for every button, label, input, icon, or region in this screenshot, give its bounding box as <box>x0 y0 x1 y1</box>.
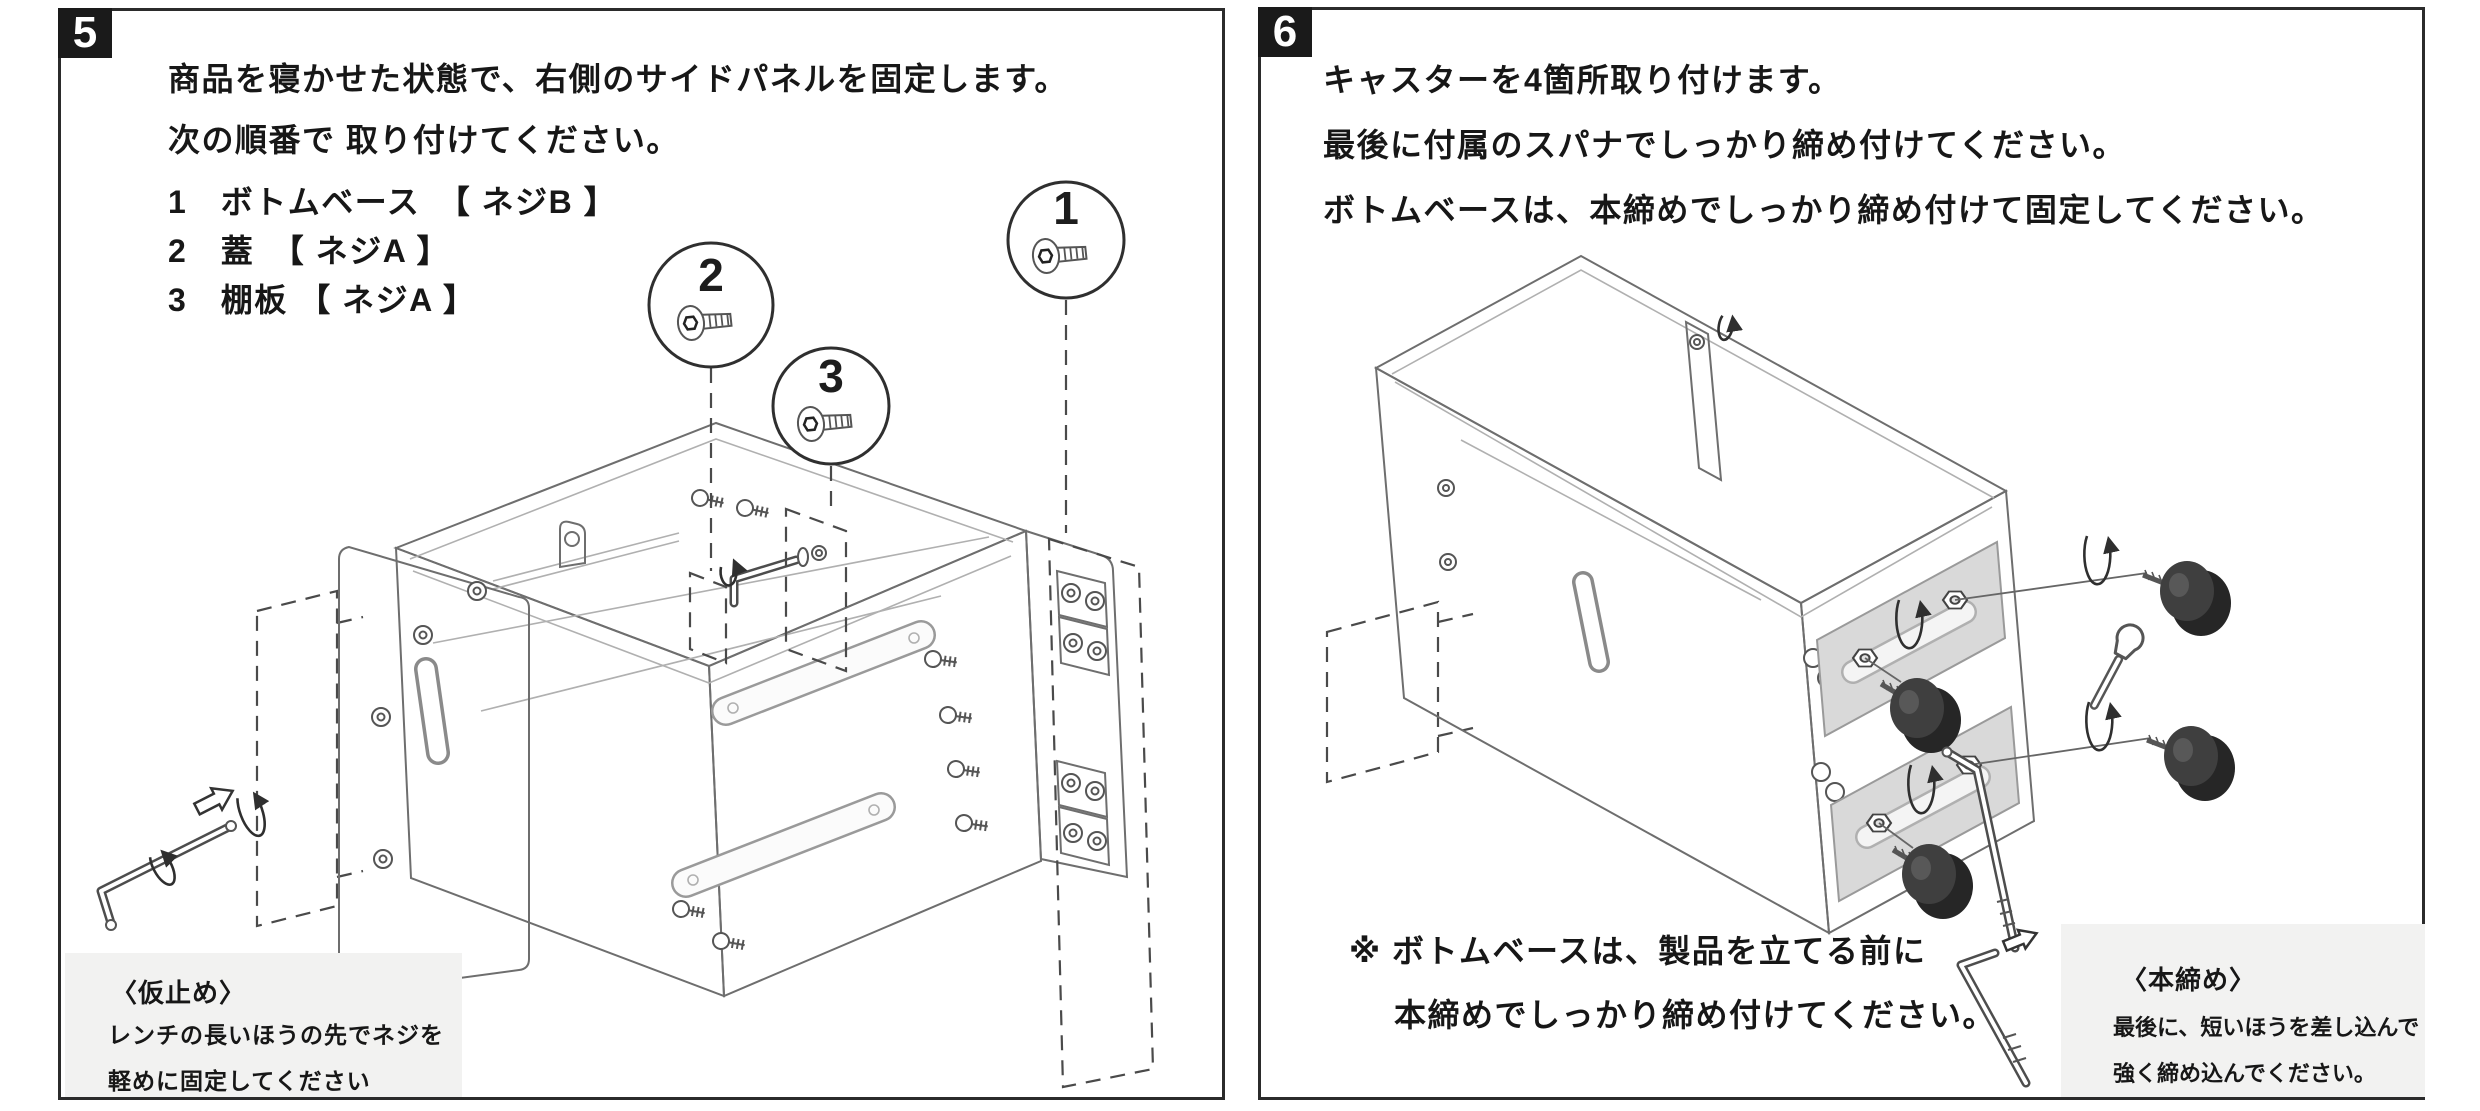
step6-number-badge: 6 <box>1258 7 1312 57</box>
step5-order-item-2: 2 蓋 【 ネジA 】 <box>168 233 451 269</box>
step5-drawing: 1 2 3 <box>96 180 1155 1089</box>
panel-screw-icon <box>371 581 487 869</box>
callout-1-number: 1 <box>1053 182 1079 234</box>
step6-warning-line-1: ※ ボトムベースは、製品を立てる前に <box>1349 933 1927 969</box>
step5-number-badge: 5 <box>58 8 112 58</box>
step6-panel: 6 キャスターを4箇所取り付けます。 最後に付属のスパナでしっかり締め付けてくだ… <box>1258 7 2425 1100</box>
callout-2: 2 <box>647 241 775 369</box>
ghost-panel-outline <box>1325 600 1474 784</box>
callout-2-number: 2 <box>698 249 724 301</box>
callout-1: 1 <box>1006 180 1126 300</box>
ghost-panel-outline <box>255 589 364 928</box>
direction-arrow-icon <box>2001 928 2039 953</box>
step5-note-box <box>65 953 462 1097</box>
step5-instruction-1: 商品を寝かせた状態で、右側のサイドパネルを固定します。 <box>168 61 1069 97</box>
step6-instruction-3: ボトムベースは、本締めでしっかり締め付けて固定してください。 <box>1323 192 2325 228</box>
callout-3: 3 <box>771 346 891 466</box>
rotation-arrows <box>1895 535 2122 815</box>
callout-3-number: 3 <box>818 350 844 402</box>
step5-order-item-3: 3 棚板 【 ネジA 】 <box>168 282 477 318</box>
step6-note-title: 〈本締め〉 <box>2121 965 2257 995</box>
step6-instruction-2: 最後に付属のスパナでしっかり締め付けてください。 <box>1323 127 2127 163</box>
hex-wrench-icon <box>96 786 270 931</box>
step6-note-line-1: 最後に、短いほうを差し込んで <box>2113 1015 2420 1040</box>
step5-order-item-1: 1 ボトムベース 【 ネジB 】 <box>168 184 618 220</box>
divider-screw-icon <box>1689 334 1705 350</box>
right-side-panel-band <box>1024 529 1155 1089</box>
step5-note-line-1: レンチの長いほうの先でネジを <box>108 1022 444 1048</box>
screw-icon <box>796 406 853 442</box>
side-panel-left <box>338 545 530 995</box>
hex-wrench-icon <box>1956 928 2039 1088</box>
screw-icon <box>1031 238 1088 274</box>
caster-icon <box>1879 561 2235 919</box>
spanner-icon <box>2089 623 2145 710</box>
loose-screw-icons <box>672 489 988 950</box>
cabinet-body <box>393 421 1043 998</box>
step6-instruction-1: キャスターを4箇所取り付けます。 <box>1323 62 1842 98</box>
step5-note-line-2: 軽めに固定してください <box>108 1068 371 1094</box>
step6-warning-line-2: 本締めでしっかり締め付けてください。 <box>1394 997 1997 1033</box>
allen-key-inserted-icon <box>1941 746 2020 953</box>
front-rails <box>671 620 936 898</box>
step6-note-line-2: 強く締め込んでください。 <box>2113 1061 2376 1086</box>
callout-leaders <box>688 300 1068 673</box>
step5-instruction-2: 次の順番で 取り付けてください。 <box>168 122 680 158</box>
screw-icon <box>676 305 733 341</box>
step6-drawing <box>1325 254 2235 1088</box>
step5-panel: 5 商品を寝かせた状態で、右側のサイドパネルを固定します。 次の順番で 取り付け… <box>58 8 1225 1100</box>
bolt-axis-lines <box>1864 572 2152 849</box>
direction-arrow-icon <box>192 786 235 817</box>
allen-key-inserted-icon <box>719 545 827 608</box>
step5-note-title: 〈仮止め〉 <box>111 978 247 1008</box>
step6-note-box <box>2061 924 2425 1097</box>
